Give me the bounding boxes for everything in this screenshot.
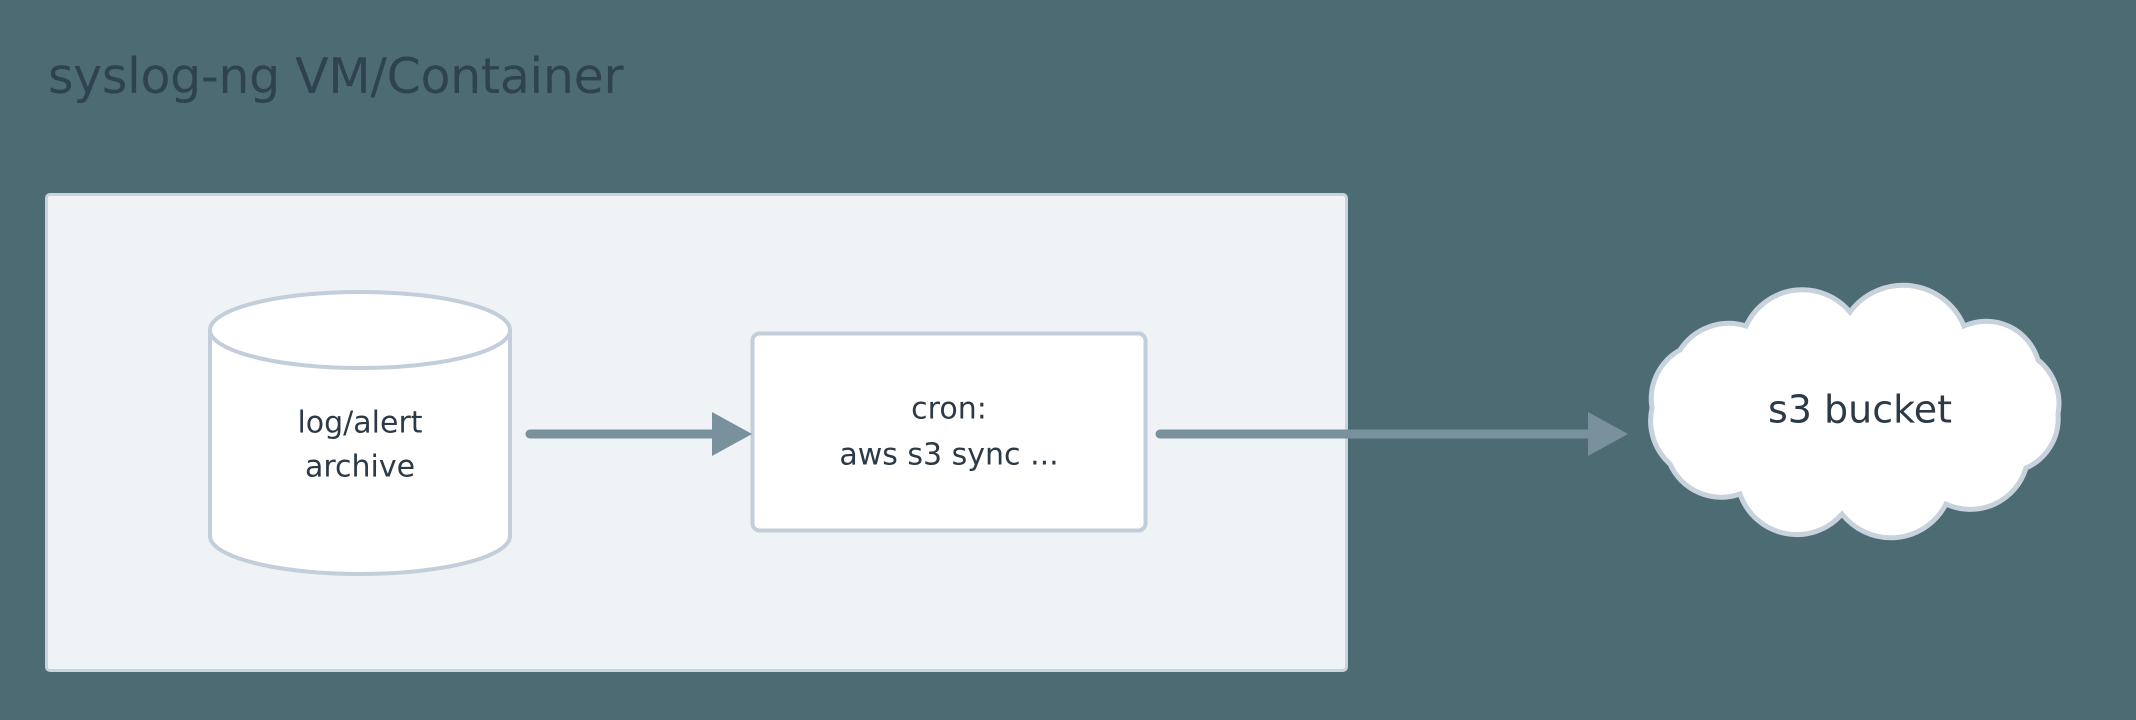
cylinder-top-ellipse bbox=[208, 290, 512, 370]
db-label-line1: log/alert bbox=[297, 406, 422, 441]
page-title: syslog-ng VM/Container bbox=[48, 48, 624, 105]
cylinder-top-fill bbox=[210, 292, 510, 368]
node-cron-job[interactable]: cron: aws s3 sync ... bbox=[750, 331, 1148, 533]
edge-cron-to-s3-arrowhead bbox=[1588, 412, 1628, 456]
cron-label-line1: cron: bbox=[911, 392, 987, 427]
node-s3-bucket[interactable]: s3 bucket bbox=[1628, 282, 2098, 541]
node-log-alert-archive[interactable]: log/alert archive bbox=[208, 290, 512, 576]
cron-box-border bbox=[750, 331, 1148, 533]
cylinder-bottom-arc bbox=[208, 535, 512, 576]
cloud-outline bbox=[1648, 282, 2062, 541]
cloud-label: s3 bucket bbox=[1768, 388, 1952, 432]
cron-box-fill bbox=[752, 333, 1146, 531]
cylinder-body bbox=[210, 330, 510, 574]
db-label-line2: archive bbox=[305, 450, 415, 485]
cron-label-line2: aws s3 sync ... bbox=[839, 438, 1058, 473]
